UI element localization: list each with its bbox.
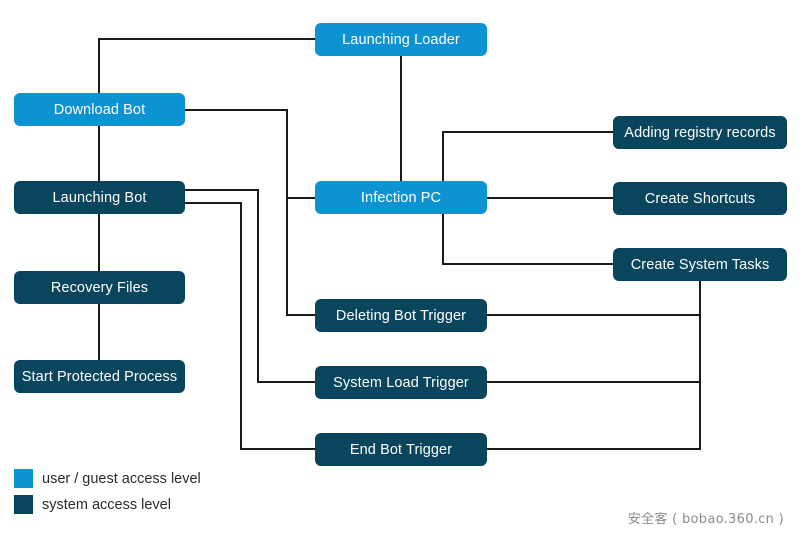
node-adding-registry-records[interactable]: Adding registry records (613, 116, 787, 149)
edge-launching-bot-to-system-load-trigger (184, 189, 316, 383)
watermark: 安全客 ( bobao.360.cn ) (627, 512, 784, 527)
legend-swatch-system-icon (14, 495, 33, 514)
node-label: Download Bot (53, 101, 146, 118)
node-infection-pc[interactable]: Infection PC (315, 181, 487, 214)
edge-create-system-tasks-to-deleting (486, 280, 701, 316)
node-label: End Bot Trigger (349, 441, 453, 458)
node-label: Start Protected Process (21, 368, 178, 385)
node-label: Deleting Bot Trigger (335, 307, 467, 324)
node-download-bot[interactable]: Download Bot (14, 93, 185, 126)
node-label: Launching Bot (52, 189, 147, 206)
node-launching-loader[interactable]: Launching Loader (315, 23, 487, 56)
edge-download-bot-to-infection-pc (184, 109, 316, 199)
node-system-load-trigger[interactable]: System Load Trigger (315, 366, 487, 399)
node-label: Adding registry records (624, 124, 776, 141)
node-launching-bot[interactable]: Launching Bot (14, 181, 185, 214)
node-label: Launching Loader (342, 31, 460, 48)
node-label: System Load Trigger (333, 374, 469, 391)
node-label: Create System Tasks (630, 256, 770, 273)
legend-item-system: system access level (14, 494, 201, 515)
node-label: Infection PC (360, 189, 442, 206)
edge-launching-bot-to-end-bot-trigger (184, 202, 316, 450)
legend-swatch-user-icon (14, 469, 33, 488)
node-start-protected-process[interactable]: Start Protected Process (14, 360, 185, 393)
node-create-shortcuts[interactable]: Create Shortcuts (613, 182, 787, 215)
legend-label-system: system access level (42, 496, 171, 513)
node-recovery-files[interactable]: Recovery Files (14, 271, 185, 304)
node-create-system-tasks[interactable]: Create System Tasks (613, 248, 787, 281)
edge-launching-loader-to-download-bot (98, 38, 316, 94)
edge-infection-pc-to-deleting-bot-trigger (286, 197, 316, 316)
edge-create-system-tasks-to-system-load (486, 314, 701, 383)
legend-label-user: user / guest access level (42, 470, 201, 487)
node-label: Create Shortcuts (644, 190, 756, 207)
node-end-bot-trigger[interactable]: End Bot Trigger (315, 433, 487, 466)
node-deleting-bot-trigger[interactable]: Deleting Bot Trigger (315, 299, 487, 332)
legend: user / guest access level system access … (14, 468, 201, 515)
node-label: Recovery Files (50, 279, 149, 296)
edge-create-system-tasks-to-end-bot (486, 381, 701, 450)
legend-item-user: user / guest access level (14, 468, 201, 489)
